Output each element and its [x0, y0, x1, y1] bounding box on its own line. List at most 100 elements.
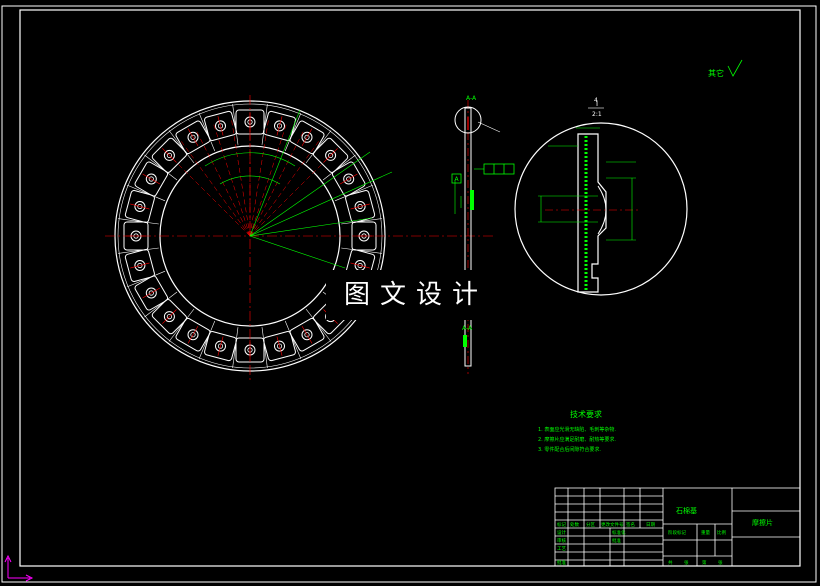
rivet-center-mark — [217, 336, 224, 356]
rivet-center-mark — [217, 116, 224, 136]
rivet-hole — [187, 329, 199, 341]
datum-label: A — [454, 176, 459, 183]
title-stage-label: 阶段标记 — [668, 529, 686, 536]
radial-construction-line — [249, 150, 336, 237]
rivet-center-mark — [130, 262, 150, 269]
pad-slot — [305, 308, 332, 342]
title-row-label: 日期 — [646, 522, 655, 528]
pad-slot — [341, 247, 382, 254]
pad-slot — [232, 327, 239, 368]
friction-pad — [263, 331, 296, 362]
pad-slot — [261, 327, 268, 368]
pad-slot — [284, 112, 302, 152]
pad-slot — [232, 104, 239, 145]
datum-marker — [451, 173, 462, 184]
detail-label: I — [596, 100, 598, 108]
tech-requirements-title: 技术要求 — [570, 409, 602, 419]
rivet-hole-inner — [276, 343, 283, 349]
pad-slot — [118, 247, 159, 254]
friction-pad — [312, 137, 349, 174]
roughness-symbol — [727, 59, 743, 77]
rivet-center-mark — [350, 203, 370, 210]
rivet-hole-inner — [148, 290, 154, 296]
pad-slot — [284, 320, 302, 360]
title-bottom-label: 第 — [702, 559, 707, 566]
rivet-center-mark — [187, 325, 199, 344]
rivet-hole-inner — [327, 152, 334, 158]
inner-frame — [19, 9, 801, 567]
friction-disc-front-view — [105, 95, 495, 380]
rivet-center-mark — [142, 173, 161, 185]
rivet-hole-inner — [166, 313, 172, 320]
rivet-hole-inner — [217, 123, 224, 129]
rivet-hole-inner — [148, 176, 154, 182]
angle-dimension-arc — [219, 175, 281, 185]
radial-construction-line — [249, 138, 321, 237]
pad-slot — [144, 291, 178, 318]
rivet-hole — [325, 149, 337, 161]
rivet-hole-inner — [276, 123, 283, 129]
friction-pad — [345, 190, 376, 223]
tech-requirement-2: 2. 摩擦片应满足耐磨、耐热等要求. — [538, 436, 616, 443]
rivet-hole-inner — [190, 332, 196, 338]
rivet-hole-inner — [190, 134, 196, 140]
rivet-hole-inner — [304, 134, 310, 140]
rivet-hole — [163, 149, 175, 161]
rivet-center-mark — [142, 287, 161, 299]
friction-pad — [289, 120, 325, 155]
title-mid-label: 标准化 — [612, 529, 626, 536]
pad-slot — [168, 130, 195, 164]
material-label: 石棉基 — [676, 506, 697, 515]
rivet-center-mark — [350, 262, 370, 269]
rivet-hole — [301, 329, 313, 341]
title-block — [554, 487, 801, 567]
pad-slot — [126, 184, 166, 202]
title-block-text: 标记 处数 分区 更改文件号 签名 日期 设计 审核 工艺 批准 标准化 批准 … — [557, 521, 726, 566]
friction-pad — [124, 249, 155, 282]
title-left-label: 审核 — [557, 537, 566, 544]
title-row-label: 更改文件号 — [601, 521, 624, 528]
friction-pad — [331, 161, 366, 197]
friction-pad — [263, 110, 296, 141]
title-row-label: 签名 — [626, 521, 635, 528]
dimension-leader — [249, 109, 301, 237]
friction-pad — [151, 137, 188, 174]
title-stage-label: 重量 — [701, 529, 710, 536]
rivet-hole-inner — [166, 152, 172, 158]
section-label-lower: A-A — [462, 325, 473, 332]
title-bottom-label: 张 — [718, 559, 723, 566]
title-bottom-label: 共 — [668, 559, 673, 566]
rivet-hole — [343, 173, 355, 185]
title-left-label: 工艺 — [557, 546, 566, 552]
surface-roughness-note: 其它 — [708, 59, 743, 78]
friction-pad — [124, 190, 155, 223]
pad-slot — [198, 320, 216, 360]
pad-slot — [334, 184, 374, 202]
detail-view: I 2:1 — [514, 100, 688, 296]
rivet-center-mark — [339, 173, 358, 185]
rivet-hole-inner — [357, 262, 363, 269]
section-label: A-A — [466, 95, 477, 102]
rivet-center-mark — [162, 309, 177, 324]
watermark: 图文设计 — [326, 270, 506, 320]
rivet-hole-inner — [346, 176, 352, 182]
dimension-leader — [249, 217, 373, 237]
title-row-label: 分区 — [586, 521, 595, 528]
friction-pad — [134, 275, 169, 311]
pad-slot — [118, 218, 159, 225]
friction-pad — [204, 331, 237, 362]
pad-slot — [126, 270, 166, 288]
scale-label: 4 — [594, 97, 598, 104]
rivet-hole-inner — [217, 343, 224, 349]
rivet-center-mark — [301, 128, 313, 147]
rivet-hole — [274, 340, 285, 352]
friction-pad — [151, 298, 188, 335]
tech-requirements: 技术要求 1. 表面应光滑无缺陷、毛刺等杂物. 2. 摩擦片应满足耐磨、耐热等要… — [538, 409, 616, 453]
rivet-hole-inner — [137, 203, 143, 210]
title-bottom-label: 张 — [684, 559, 689, 566]
friction-pad — [289, 317, 325, 352]
disc-section-view: A A-A A-A — [451, 95, 515, 374]
dimension-leader — [249, 171, 393, 237]
title-left-label: 批准 — [557, 559, 566, 566]
rivet-hole-inner — [357, 203, 363, 210]
